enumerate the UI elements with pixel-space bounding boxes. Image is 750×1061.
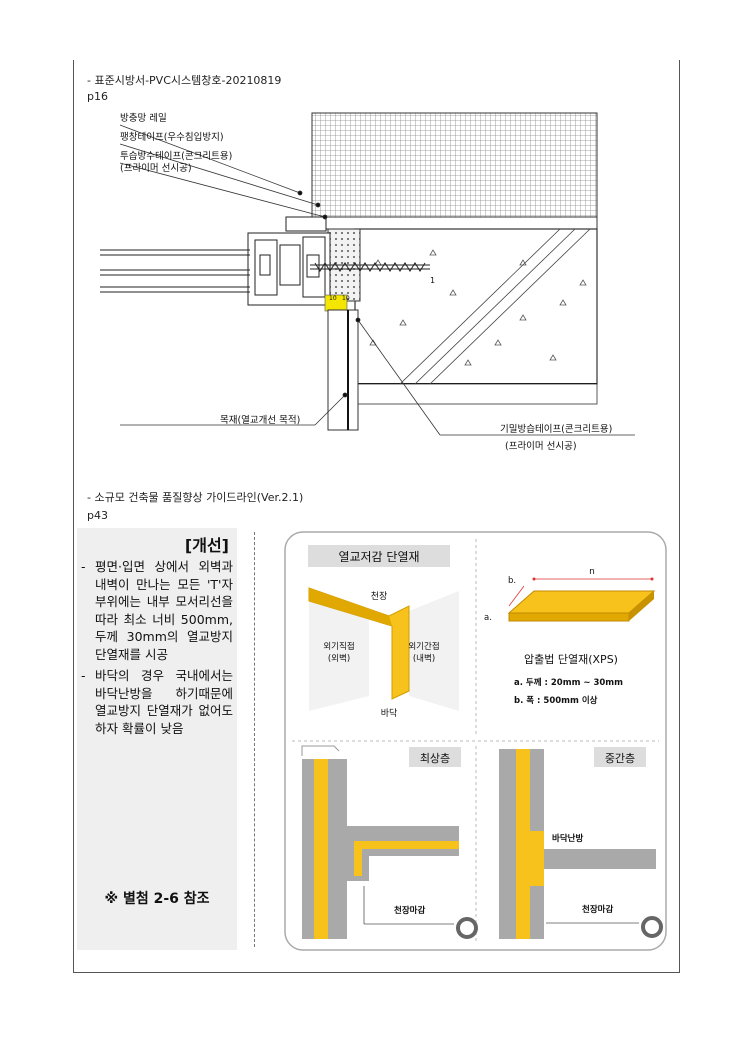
svg-text:외기간접: 외기간접	[408, 641, 439, 652]
svg-text:(외벽): (외벽)	[328, 653, 350, 664]
svg-text:천장마감: 천장마감	[582, 904, 613, 915]
svg-text:a. 두께 : 20mm ~ 30mm: a. 두께 : 20mm ~ 30mm	[514, 677, 623, 688]
svg-text:1: 1	[430, 276, 435, 285]
svg-text:중간층: 중간층	[605, 752, 635, 765]
svg-text:바닥난방: 바닥난방	[552, 833, 583, 844]
page-ref-2: p43	[87, 509, 108, 522]
svg-text:팽창테이프(우수침입방지): 팽창테이프(우수침입방지)	[120, 131, 224, 143]
svg-text:외기직접: 외기직접	[323, 641, 354, 652]
svg-text:바닥: 바닥	[381, 708, 398, 719]
concrete-slab	[354, 228, 598, 385]
xps-board	[507, 590, 656, 614]
svg-text:최상층: 최상층	[420, 752, 450, 765]
wood-member	[327, 309, 359, 431]
improvement-bullets: -평면·입면 상에서 외벽과 내벽이 만나는 모든 'T'자 부위에는 내부 모…	[81, 558, 233, 741]
panel-title: [개선]	[184, 536, 229, 555]
exterior-insulation-grid	[311, 112, 598, 229]
svg-text:(내벽): (내벽)	[413, 653, 435, 664]
page-ref-1: p16	[87, 90, 108, 103]
improvement-panel: [개선] -평면·입면 상에서 외벽과 내벽이 만나는 모든 'T'자 부위에는…	[77, 528, 237, 950]
source-line-1: - 표준시방서-PVC시스템창호-20210819	[87, 74, 282, 87]
svg-text:b.: b.	[508, 576, 516, 586]
svg-text:천장마감: 천장마감	[394, 905, 425, 916]
window-detail-drawing: 10 10 1 방충망 레일 팽창테이프(우수침입방지) 투습방수테이프(콘크리…	[100, 112, 635, 452]
bullet-item: -바닥의 경우 국내에서는 바닥난방을 하기때문에 열교방지 단열재가 없어도 …	[81, 668, 233, 736]
top-floor-insulation	[314, 759, 328, 939]
svg-text:방충망 레일: 방충망 레일	[120, 113, 167, 124]
source-line-2: - 소규모 건축물 품질향상 가이드라인(Ver.2.1)	[87, 491, 304, 504]
svg-text:(프라이머 선시공): (프라이머 선시공)	[120, 163, 192, 174]
svg-text:열교저감 단열재: 열교저감 단열재	[338, 550, 419, 564]
page-frame	[73, 60, 680, 973]
bullet-item: -평면·입면 상에서 외벽과 내벽이 만나는 모든 'T'자 부위에는 내부 모…	[81, 559, 233, 662]
insulation-figure: 열교저감 단열재 천장 외기직접 (외벽) 외기간접 (내벽) 바닥 n b. …	[284, 531, 667, 951]
svg-text:10: 10	[329, 295, 337, 302]
svg-text:(프라이머 선시공): (프라이머 선시공)	[505, 441, 577, 452]
svg-text:a.: a.	[484, 613, 492, 623]
anchor-screw	[310, 262, 430, 272]
appendix-reference: ※ 별첨 2-6 참조	[104, 891, 210, 907]
svg-text:천장: 천장	[371, 591, 388, 602]
svg-text:b. 폭 : 500mm 이상: b. 폭 : 500mm 이상	[514, 695, 598, 706]
window-frame-profile	[247, 216, 331, 306]
svg-text:n: n	[589, 567, 595, 577]
svg-text:10: 10	[342, 295, 350, 302]
divider	[254, 532, 255, 947]
svg-text:기밀방습테이프(콘크리트용): 기밀방습테이프(콘크리트용)	[500, 423, 612, 435]
svg-text:목재(열교개선 목적): 목재(열교개선 목적)	[220, 414, 300, 426]
mid-floor-insulation	[516, 749, 530, 939]
svg-text:투습방수테이프(콘크리트용): 투습방수테이프(콘크리트용)	[120, 151, 232, 162]
svg-text:압출법 단열재(XPS): 압출법 단열재(XPS)	[524, 653, 618, 666]
